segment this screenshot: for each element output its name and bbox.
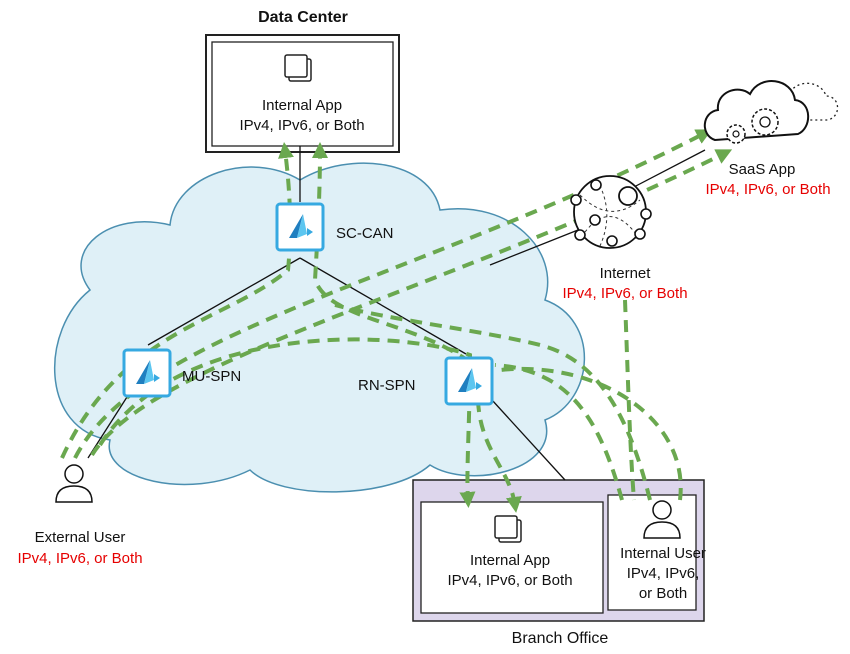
external-user-label: External User bbox=[35, 529, 126, 546]
flow-user-to-dc bbox=[60, 142, 294, 459]
flow-user-to-branch bbox=[98, 337, 476, 508]
flow-internal-user-a bbox=[494, 363, 624, 501]
flow-rn-to-dc bbox=[311, 142, 472, 364]
branch-user-box bbox=[607, 494, 697, 611]
internet-label: Internet bbox=[600, 265, 652, 282]
app-window-icon bbox=[284, 54, 312, 82]
link-sccan-rnspn bbox=[299, 257, 467, 355]
external-user-ip: IPv4, IPv6, or Both bbox=[17, 550, 142, 567]
prisma-access-icon bbox=[444, 356, 494, 406]
mu-spn-label: MU-SPN bbox=[182, 368, 241, 385]
flow-internal-user-c bbox=[499, 366, 683, 501]
internet-ip: IPv4, IPv6, or Both bbox=[562, 285, 687, 302]
internal-user-name: Internal User bbox=[620, 545, 706, 562]
dc-app-ip: IPv4, IPv6, or Both bbox=[239, 117, 364, 134]
internal-user-ip-2: or Both bbox=[639, 585, 687, 602]
user-icon bbox=[55, 464, 93, 503]
prisma-access-icon bbox=[122, 348, 172, 398]
saas-ip: IPv4, IPv6, or Both bbox=[705, 181, 830, 198]
flow-rn-to-branch-app bbox=[476, 399, 522, 513]
flow-internal-user-b bbox=[334, 303, 652, 501]
rn-spn-label: RN-SPN bbox=[358, 377, 416, 394]
data-center-title: Data Center bbox=[258, 9, 348, 26]
prisma-access-icon bbox=[275, 202, 325, 252]
link-cloud-internet bbox=[489, 227, 584, 266]
dc-app-name: Internal App bbox=[262, 97, 342, 114]
sc-can-label: SC-CAN bbox=[336, 225, 394, 242]
internal-user-ip-1: IPv4, IPv6, bbox=[627, 565, 700, 582]
branch-app-ip: IPv4, IPv6, or Both bbox=[447, 572, 572, 589]
link-rnspn-branch bbox=[491, 399, 566, 481]
link-sccan-muspn bbox=[147, 257, 301, 346]
saas-label: SaaS App bbox=[729, 161, 796, 178]
flow-internet-to-branch bbox=[623, 299, 636, 501]
branch-office-title: Branch Office bbox=[512, 630, 609, 647]
app-window-icon bbox=[494, 515, 522, 543]
cloud-gears-icon bbox=[703, 80, 839, 144]
link-internet-saas bbox=[631, 149, 706, 189]
branch-app-name: Internal App bbox=[470, 552, 550, 569]
internet-globe-icon bbox=[570, 175, 652, 249]
